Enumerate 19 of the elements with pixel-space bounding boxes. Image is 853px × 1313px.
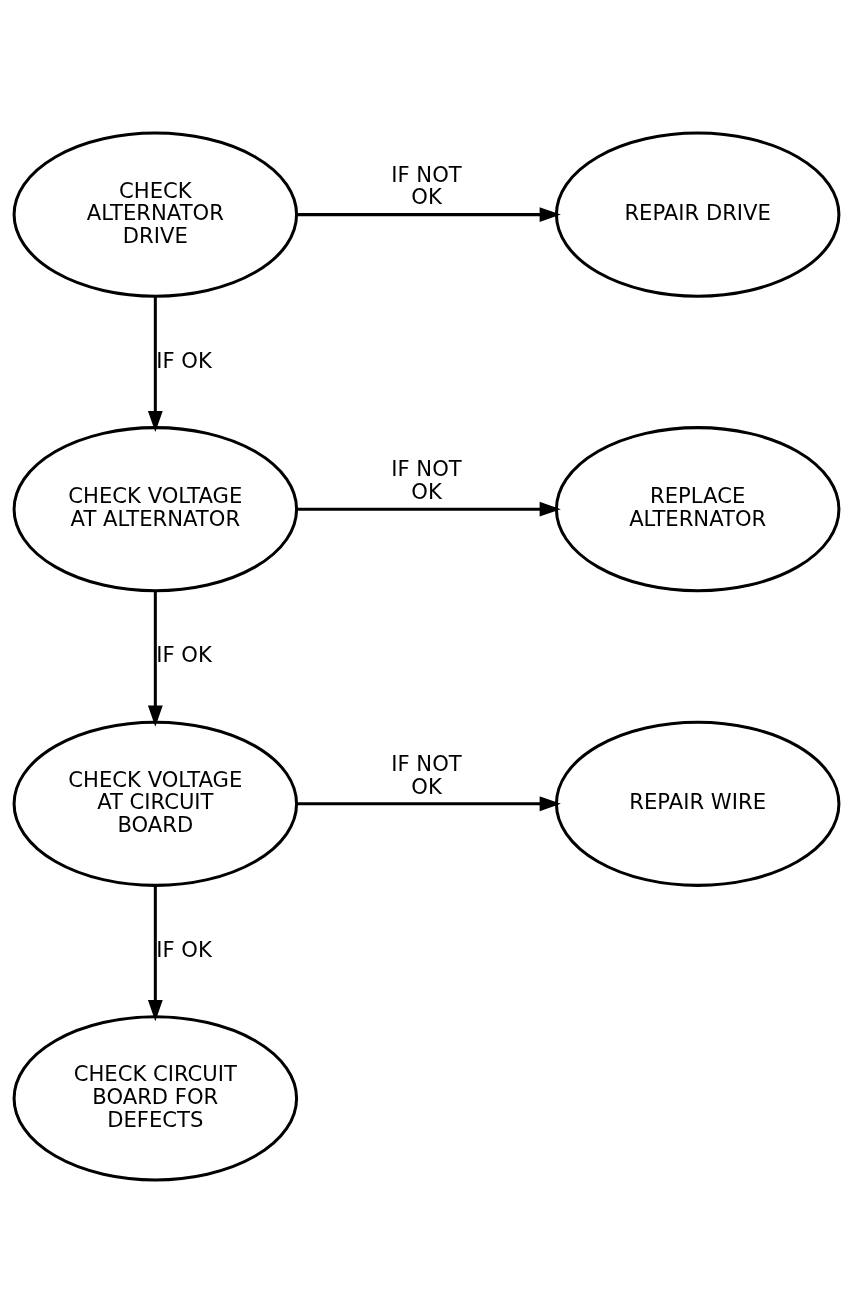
arrow bbox=[147, 296, 163, 433]
node-ellipse: REPAIR DRIVE bbox=[554, 131, 841, 298]
arrow bbox=[147, 591, 163, 727]
node-ellipse: CHECK CIRCUIT BOARD FOR DEFECTS bbox=[12, 1015, 299, 1182]
edge-label: IF OK bbox=[156, 347, 212, 373]
edge-label: IF NOT OK bbox=[391, 750, 462, 799]
node-ellipse: CHECK VOLTAGE AT CIRCUIT BOARD bbox=[12, 720, 299, 887]
node-ellipse: CHECK VOLTAGE AT ALTERNATOR bbox=[12, 426, 299, 593]
arrow bbox=[297, 796, 561, 812]
node-ellipse: REPAIR WIRE bbox=[554, 720, 841, 887]
node-ellipse: CHECK ALTERNATOR DRIVE bbox=[12, 131, 299, 298]
edge-label: IF NOT OK bbox=[391, 161, 462, 210]
edge-label: IF OK bbox=[156, 642, 212, 668]
arrow bbox=[297, 501, 561, 517]
edge-label: IF NOT OK bbox=[391, 456, 462, 504]
node-ellipse: REPLACE ALTERNATOR bbox=[554, 426, 841, 593]
arrow bbox=[297, 207, 561, 223]
arrow bbox=[147, 885, 163, 1022]
edge-label: IF OK bbox=[156, 936, 212, 962]
